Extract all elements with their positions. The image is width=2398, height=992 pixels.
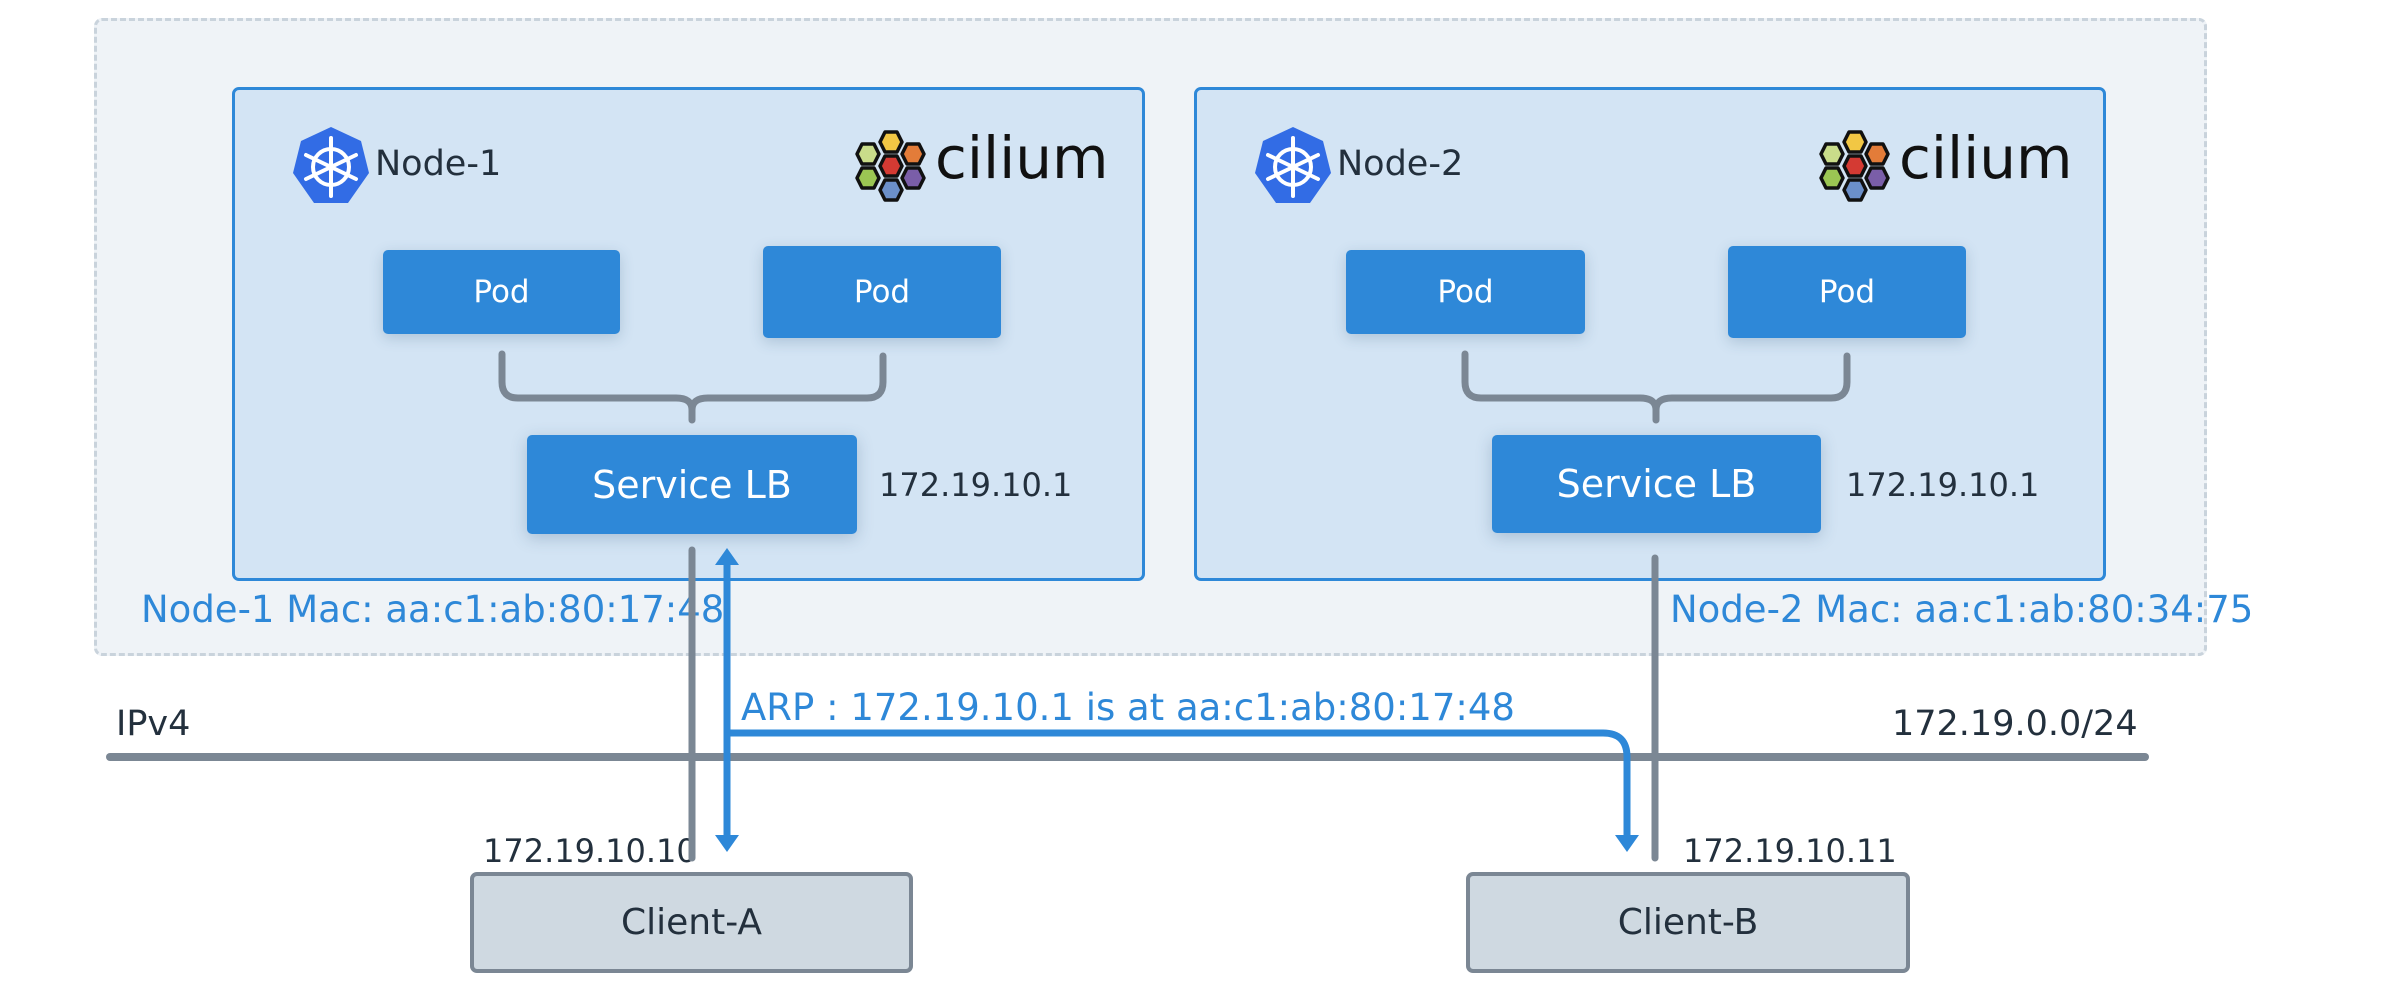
node-1-mac-label: Node-1 Mac: aa:c1:ab:80:17:48 (141, 588, 725, 631)
node-1-title: Node-1 (375, 144, 502, 184)
node-1-pod-1[interactable]: Pod (383, 250, 620, 334)
cilium-logo-icon (1819, 130, 1890, 202)
node-2-pod-1[interactable]: Pod (1346, 250, 1585, 334)
subnet-label: 172.19.0.0/24 (1892, 704, 2138, 744)
network-label: IPv4 (116, 704, 191, 744)
node-2-mac-label: Node-2 Mac: aa:c1:ab:80:34:75 (1670, 588, 2254, 631)
node-1-pod-2[interactable]: Pod (763, 246, 1001, 338)
node-1-service-ip: 172.19.10.1 (879, 466, 1073, 504)
arp-arrow-down-head-b (1615, 835, 1639, 852)
arp-arrow-to-client-b (727, 729, 1631, 836)
client-a-ip: 172.19.10.10 (483, 832, 697, 870)
arp-arrow-down-head-a (715, 835, 739, 852)
client-b-box[interactable]: Client-B (1466, 872, 1910, 973)
node-2-service-ip: 172.19.10.1 (1846, 466, 2040, 504)
cilium-wordmark: cilium (935, 124, 1109, 192)
node-2-pod-2[interactable]: Pod (1728, 246, 1966, 338)
cilium-wordmark: cilium (1899, 124, 2073, 192)
client-b-ip: 172.19.10.11 (1683, 832, 1897, 870)
node-1-service-lb[interactable]: Service LB (527, 435, 857, 534)
kubernetes-icon (293, 127, 369, 203)
kubernetes-icon (1255, 127, 1331, 203)
node-2-title: Node-2 (1337, 144, 1464, 184)
node-2-service-lb[interactable]: Service LB (1492, 435, 1821, 533)
arp-message: ARP : 172.19.10.1 is at aa:c1:ab:80:17:4… (741, 686, 1515, 729)
cilium-logo-icon (855, 130, 926, 202)
client-a-box[interactable]: Client-A (470, 872, 913, 973)
